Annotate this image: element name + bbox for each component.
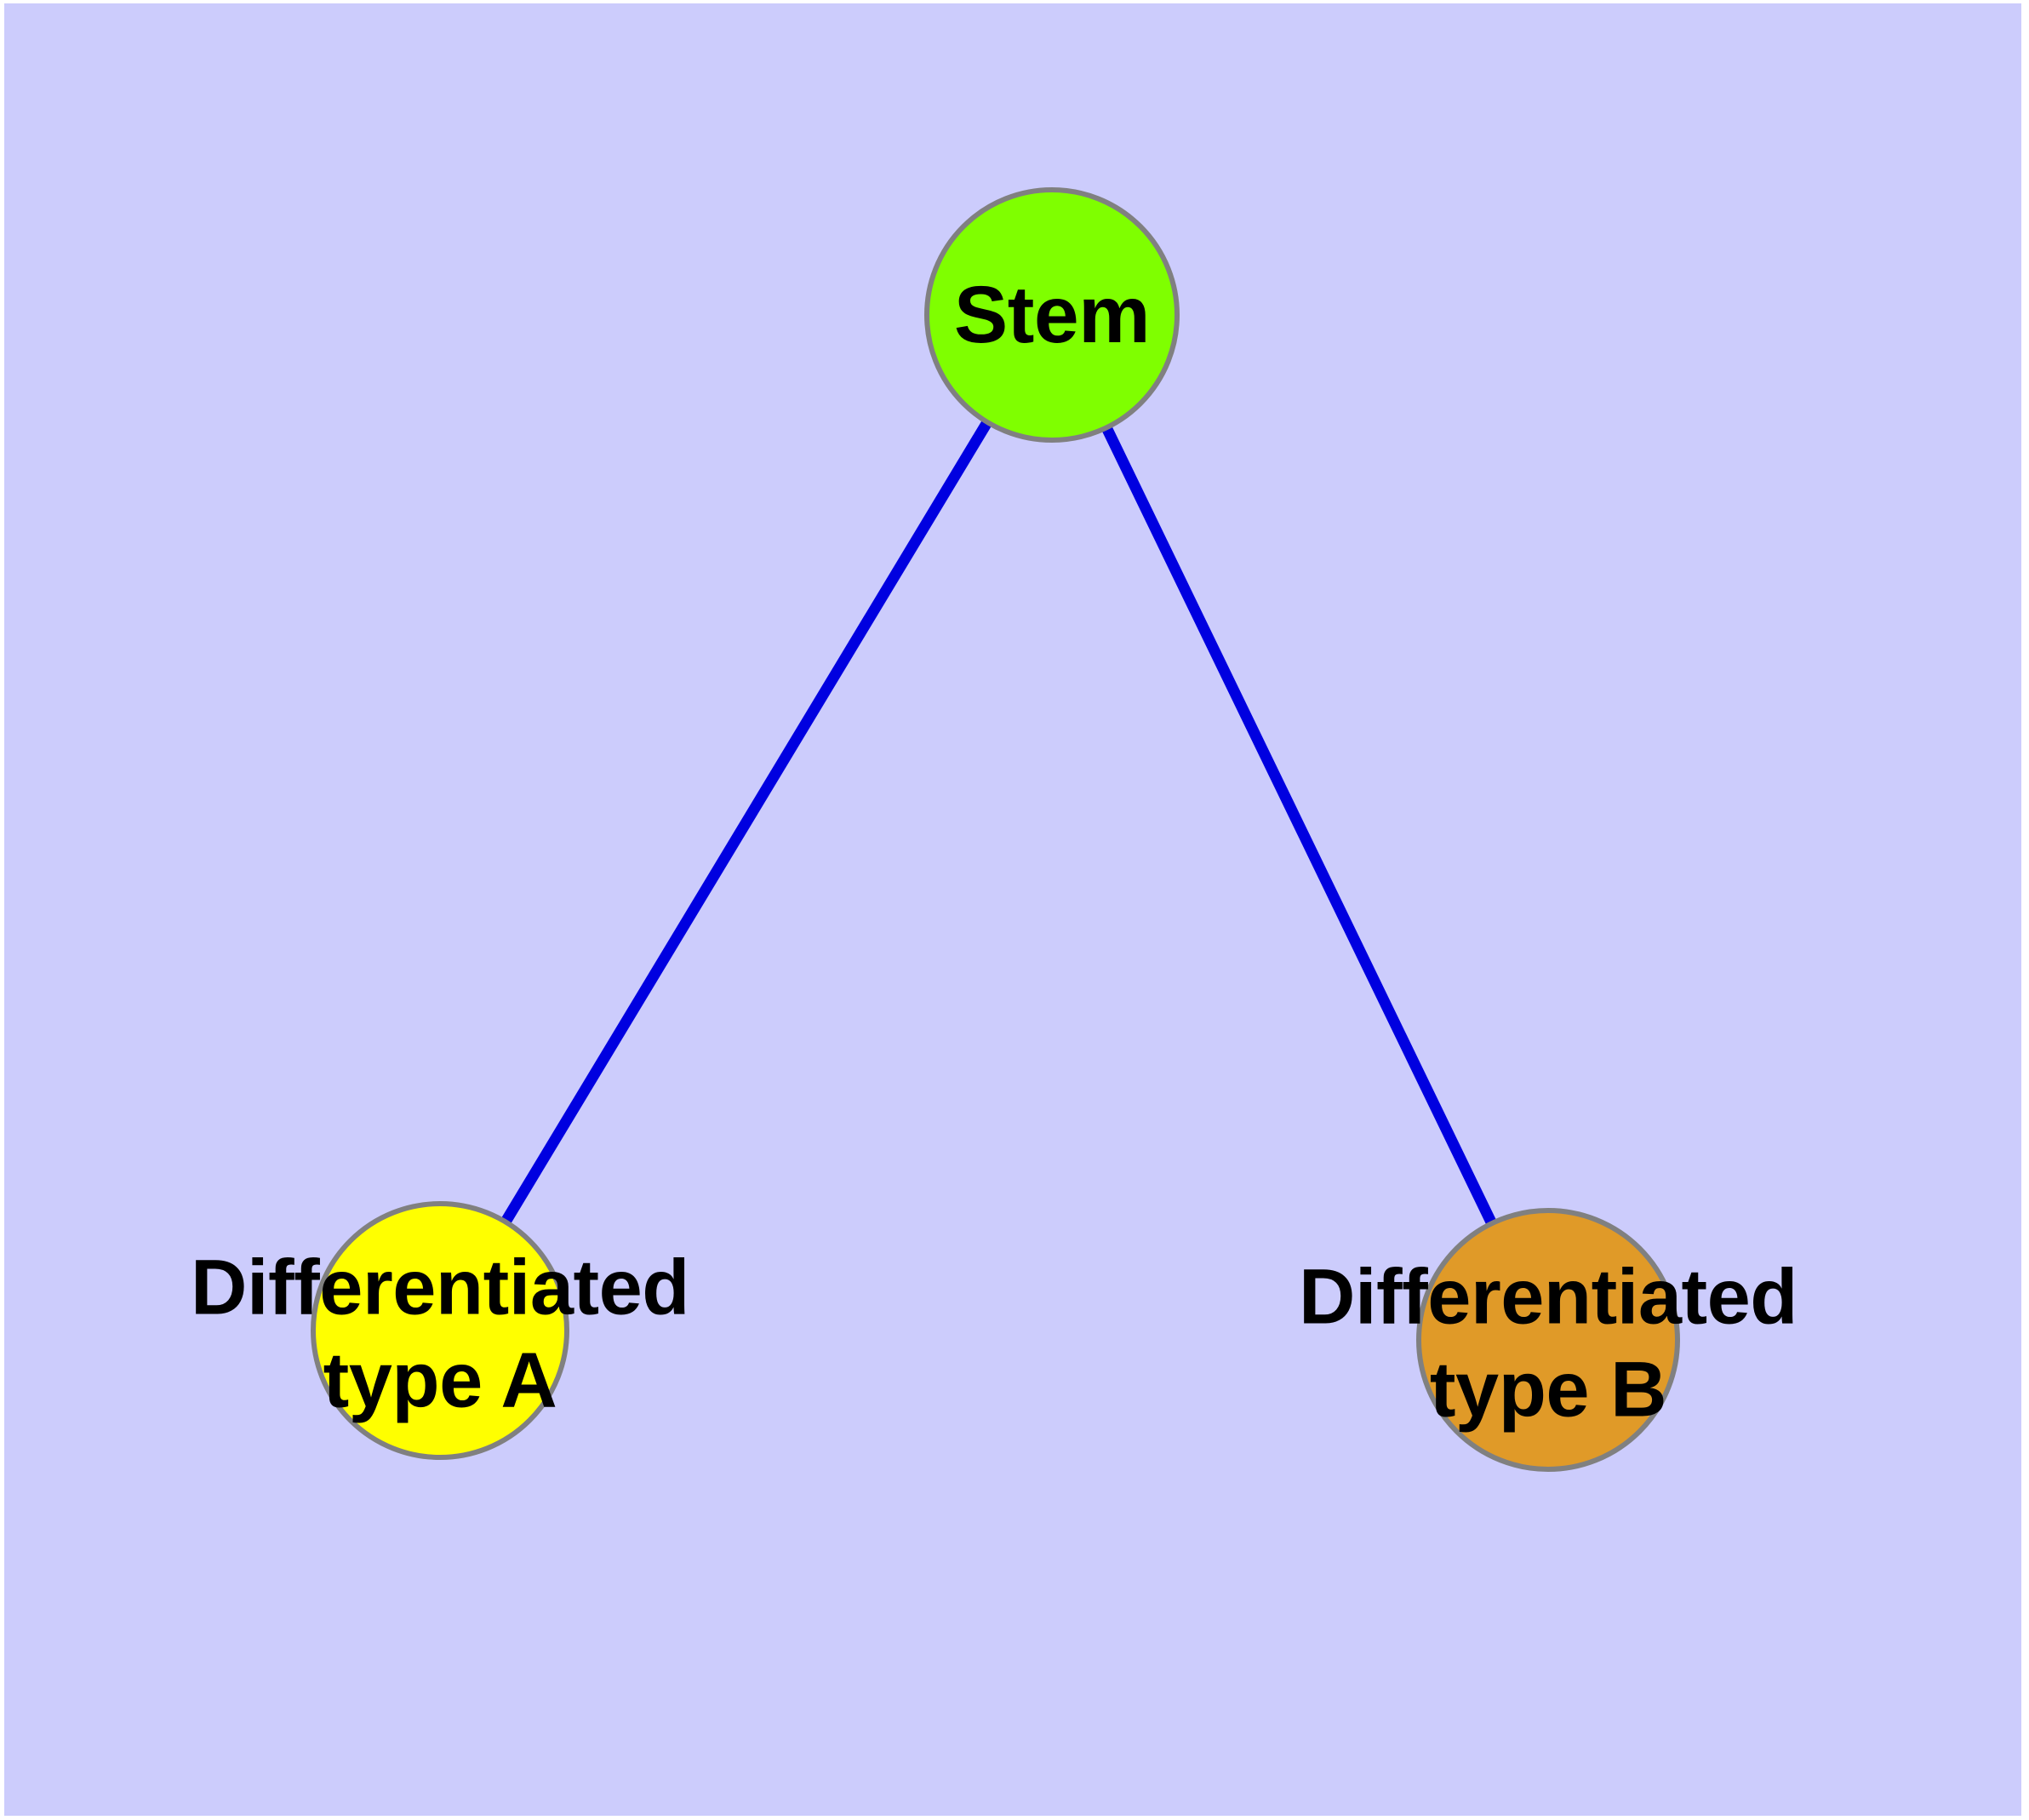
node-layer: [311, 187, 1680, 1472]
edge-layer: [435, 312, 1553, 1342]
node-differentiated-type-b[interactable]: [1416, 1208, 1680, 1472]
node-stem[interactable]: [924, 187, 1180, 443]
edge-stem-to-differentiated-type-a: [435, 312, 1057, 1334]
edge-stem-to-differentiated-type-b: [1047, 312, 1553, 1342]
node-differentiated-type-a[interactable]: [311, 1201, 569, 1460]
